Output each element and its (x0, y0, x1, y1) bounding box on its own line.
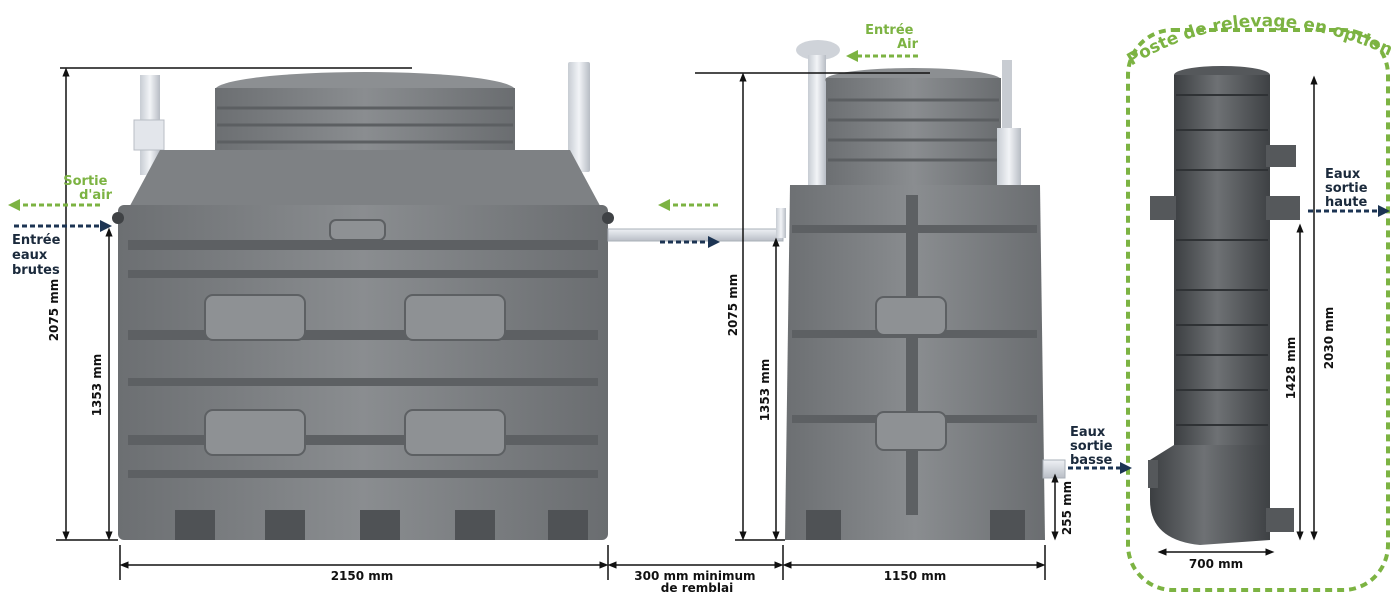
tank2-air-vent (808, 55, 826, 185)
option-frame (1126, 28, 1390, 592)
tank2-outlet-height-dim: 255 mm (1060, 481, 1074, 535)
pump-width-dim: 700 mm (1189, 557, 1243, 571)
pump-outlet-height-dim: 1428 mm (1284, 337, 1298, 400)
entree-air-label: Entrée Air (865, 23, 919, 52)
tank1-body (118, 205, 608, 540)
entree-eaux-brutes-label: Entrée eaux brutes (12, 233, 65, 278)
tank1-height-dim: 2075 mm (47, 279, 61, 342)
eaux-sortie-haute-label: Eaux sortie haute (1325, 167, 1372, 210)
dimension-lines (56, 67, 1318, 580)
gap-dim: 300 mm minimum de remblai (634, 569, 759, 594)
eaux-sortie-basse-label: Eaux sortie basse (1070, 425, 1117, 468)
pump-station (1148, 66, 1300, 545)
pump-height-dim: 2030 mm (1322, 307, 1336, 370)
tank-1 (112, 62, 614, 540)
tank2-width-dim: 1150 mm (884, 569, 947, 583)
tank1-inlet-height-dim: 1353 mm (90, 354, 104, 417)
tank-2 (785, 40, 1066, 540)
connecting-pipe (607, 228, 784, 242)
tank1-vent-right (568, 62, 590, 172)
sortie-air-label: Sortie d'air (63, 174, 112, 203)
tank2-inlet-height-dim: 1353 mm (758, 359, 772, 422)
tank2-height-dim: 2075 mm (726, 274, 740, 337)
option-title: Poste de relevage en option (1124, 11, 1394, 70)
tank1-width-dim: 2150 mm (331, 569, 394, 583)
